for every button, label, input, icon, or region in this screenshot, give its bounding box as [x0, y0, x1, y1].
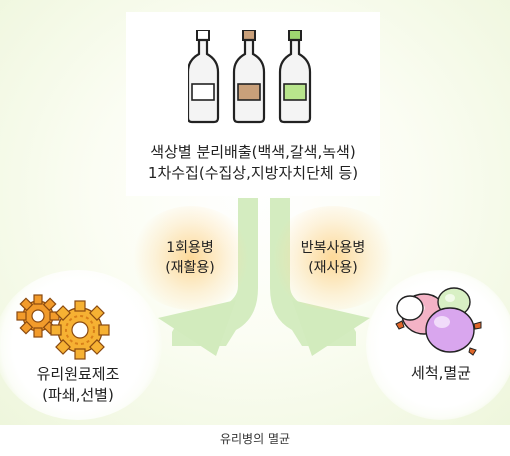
large-gear-icon — [50, 300, 110, 360]
right-route-glow — [268, 206, 398, 310]
left-route-line2: (재활용) — [165, 260, 215, 276]
figure-caption: 유리병의 멸균 — [219, 432, 291, 446]
white-bottle-icon — [188, 30, 220, 124]
right-route-label: 반복사용병 (재사용) — [280, 238, 386, 278]
right-route-line2: (재사용) — [308, 260, 358, 276]
gears-icon — [16, 294, 110, 360]
glass-manufacturing-line1: 유리원료제조 — [36, 365, 120, 383]
diagram-stage: 색상별 분리배출(백색,갈색,녹색) 1차수집(수집상,지방자치단체 등) 1회… — [0, 0, 510, 425]
arrow-to-cleaning — [270, 198, 356, 346]
bottles-icon — [188, 30, 312, 124]
arrow-to-glass-manufacturing — [172, 198, 258, 346]
glass-manufacturing-text: 유리원료제조 (파쇄,선별) — [8, 364, 148, 406]
left-route-glow — [130, 206, 252, 310]
collection-line1: 색상별 분리배출(백색,갈색,녹색) — [150, 143, 356, 161]
collection-line2: 1차수집(수집상,지방자치단체 등) — [147, 164, 359, 182]
bubbles-icon — [395, 287, 482, 356]
brown-bottle-icon — [232, 30, 266, 124]
green-bottle-icon — [278, 30, 312, 124]
left-route-line1: 1회용병 — [166, 240, 214, 256]
collection-box: 색상별 분리배출(백색,갈색,녹색) 1차수집(수집상,지방자치단체 등) — [126, 12, 380, 196]
cleaning-text: 세척,멸균 — [386, 363, 496, 384]
arrow-head-right — [292, 300, 370, 356]
arrow-head-left — [158, 300, 236, 356]
flow-arrows — [158, 198, 370, 356]
glass-manufacturing-line2: (파쇄,선별) — [42, 386, 114, 404]
right-route-line1: 반복사용병 — [300, 240, 366, 256]
cleaning-line1: 세척,멸균 — [411, 364, 471, 382]
left-route-label: 1회용병 (재활용) — [140, 238, 240, 278]
collection-text: 색상별 분리배출(백색,갈색,녹색) 1차수집(수집상,지방자치단체 등) — [126, 142, 380, 184]
